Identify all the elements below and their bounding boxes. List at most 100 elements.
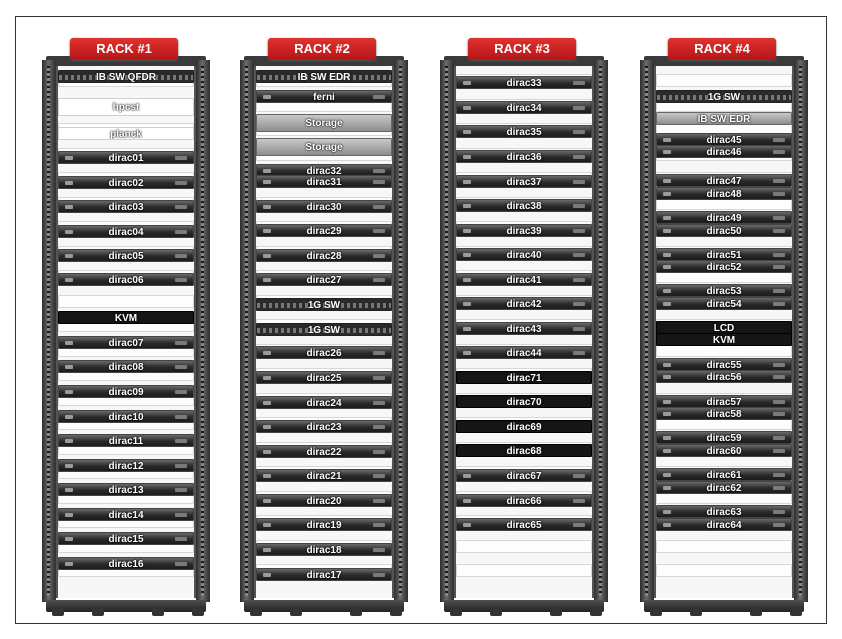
rack-device-server[interactable]: dirac11 [58,434,194,447]
rack-device-server[interactable]: dirac08 [58,360,194,373]
rack-device-server[interactable]: dirac33 [456,76,592,89]
rack-foot [152,608,164,616]
rack-device-server[interactable]: dirac16 [58,557,194,570]
rack-device-server[interactable]: dirac30 [256,200,392,213]
rack-device-kvm[interactable]: dirac70 [456,395,592,408]
rack-device-server[interactable]: dirac47 [656,174,792,187]
rack-device-server[interactable]: dirac02 [58,176,194,189]
rack-device-server[interactable]: dirac67 [456,469,592,482]
rack-label: RACK #2 [268,38,376,60]
rack-device-blank[interactable]: planck [58,127,194,140]
rack-device-switch[interactable]: 1G SW [256,298,392,311]
rack-device-kvm[interactable]: dirac68 [456,444,592,457]
blank-panel [58,294,194,308]
rack-base [244,600,404,612]
rack-device-server[interactable]: dirac28 [256,249,392,262]
rack-device-server[interactable]: dirac10 [58,410,194,423]
rack-device-server[interactable]: dirac18 [256,543,392,556]
rack-device-kvm[interactable]: KVM [58,311,194,324]
rack-device-server[interactable]: dirac03 [58,200,194,213]
rack-device-server[interactable]: dirac39 [456,224,592,237]
rack-device-server[interactable]: dirac44 [456,346,592,359]
rack-device-server[interactable]: dirac19 [256,518,392,531]
rack-device-server[interactable]: dirac65 [456,518,592,531]
rack-label: RACK #3 [468,38,576,60]
rack-device-server[interactable]: dirac04 [58,225,194,238]
rack-device-server[interactable]: dirac31 [256,175,392,188]
rack-device-server[interactable]: dirac66 [456,494,592,507]
rack-device-server[interactable]: dirac26 [256,346,392,359]
rack-device-server[interactable]: dirac36 [456,150,592,163]
rack-device-server[interactable]: dirac06 [58,273,194,286]
rack-device-server[interactable]: dirac59 [656,431,792,444]
rack-device-server[interactable]: dirac23 [256,420,392,433]
rack-device-server[interactable]: dirac15 [58,532,194,545]
rack-device-server[interactable]: dirac24 [256,396,392,409]
rack-device-server[interactable]: dirac17 [256,568,392,581]
rack-device-server[interactable]: dirac52 [656,260,792,273]
rack-device-server[interactable]: dirac01 [58,151,194,164]
rack-device-storage[interactable]: IB SW EDR [656,112,792,125]
rack-device-server[interactable]: dirac53 [656,284,792,297]
rack-device-server[interactable]: dirac40 [456,248,592,261]
rack-foot [590,608,602,616]
rack-device-storage[interactable]: Storage [256,138,392,156]
rack-device-switch[interactable]: IB SW QFDR [58,70,194,83]
rack-device-server[interactable]: dirac50 [656,224,792,237]
rack-foot [92,608,104,616]
rack-interior: dirac33 dirac34 dirac35 dirac36 dirac37 dirac… [454,66,594,598]
rack-device-server[interactable]: dirac42 [456,297,592,310]
rack-device-server[interactable]: dirac48 [656,187,792,200]
rack-device-storage[interactable]: Storage [256,114,392,132]
rack-base [46,600,206,612]
rack-device-server[interactable]: dirac41 [456,273,592,286]
rack-device-server[interactable]: dirac13 [58,483,194,496]
rack-device-server[interactable]: dirac22 [256,445,392,458]
rack-device-server[interactable]: dirac12 [58,459,194,472]
rack-device-server[interactable]: dirac21 [256,469,392,482]
rack-device-server[interactable]: dirac20 [256,494,392,507]
rack-device-switch[interactable]: 1G SW [656,90,792,103]
rack-device-server[interactable]: dirac56 [656,370,792,383]
rack-device-blank[interactable]: hpcst [58,98,194,116]
rack-post-right [594,60,608,602]
rack-device-server[interactable]: dirac14 [58,508,194,521]
rack-foot [450,608,462,616]
rack-top-cap [644,56,804,66]
rack-device-server[interactable]: dirac34 [456,101,592,114]
rack-device-server[interactable]: dirac09 [58,385,194,398]
rack-device-server[interactable]: dirac64 [656,518,792,531]
rack-foot [550,608,562,616]
rack-device-server[interactable]: dirac35 [456,125,592,138]
rack-device-switch[interactable]: 1G SW [256,323,392,336]
rack-device-server[interactable]: dirac63 [656,505,792,518]
rack-device-switch[interactable]: IB SW EDR [256,70,392,83]
rack-device-kvm[interactable]: KVM [656,333,792,346]
rack-device-server[interactable]: dirac43 [456,322,592,335]
rack-device-server[interactable]: dirac07 [58,336,194,349]
rack-device-server[interactable]: dirac38 [456,199,592,212]
rack-device-server[interactable]: dirac62 [656,481,792,494]
rack-device-server[interactable]: dirac54 [656,297,792,310]
rack-device-server[interactable]: dirac37 [456,175,592,188]
rack-label: RACK #1 [70,38,178,60]
rack-device-kvm[interactable]: dirac71 [456,371,592,384]
rack-device-server[interactable]: dirac25 [256,371,392,384]
rack-device-server[interactable]: dirac60 [656,444,792,457]
rack-device-server[interactable]: dirac05 [58,249,194,262]
rack-foot [192,608,204,616]
rack-base [444,600,604,612]
rack-device-server[interactable]: ferni [256,90,392,103]
blank-panel [456,564,592,577]
rack-device-kvm[interactable]: dirac69 [456,420,592,433]
rack-device-server[interactable]: dirac29 [256,224,392,237]
rack-post-left [240,60,254,602]
rack-device-server[interactable]: dirac46 [656,145,792,158]
rack-device-server[interactable]: dirac61 [656,468,792,481]
rack-device-server[interactable]: dirac27 [256,273,392,286]
rack-device-server[interactable]: dirac49 [656,211,792,224]
rack-foot [290,608,302,616]
rack-device-server[interactable]: dirac58 [656,407,792,420]
rack-1: RACK #1 IB SW QFDR hpcst planck dirac01 dirac… [42,38,210,616]
